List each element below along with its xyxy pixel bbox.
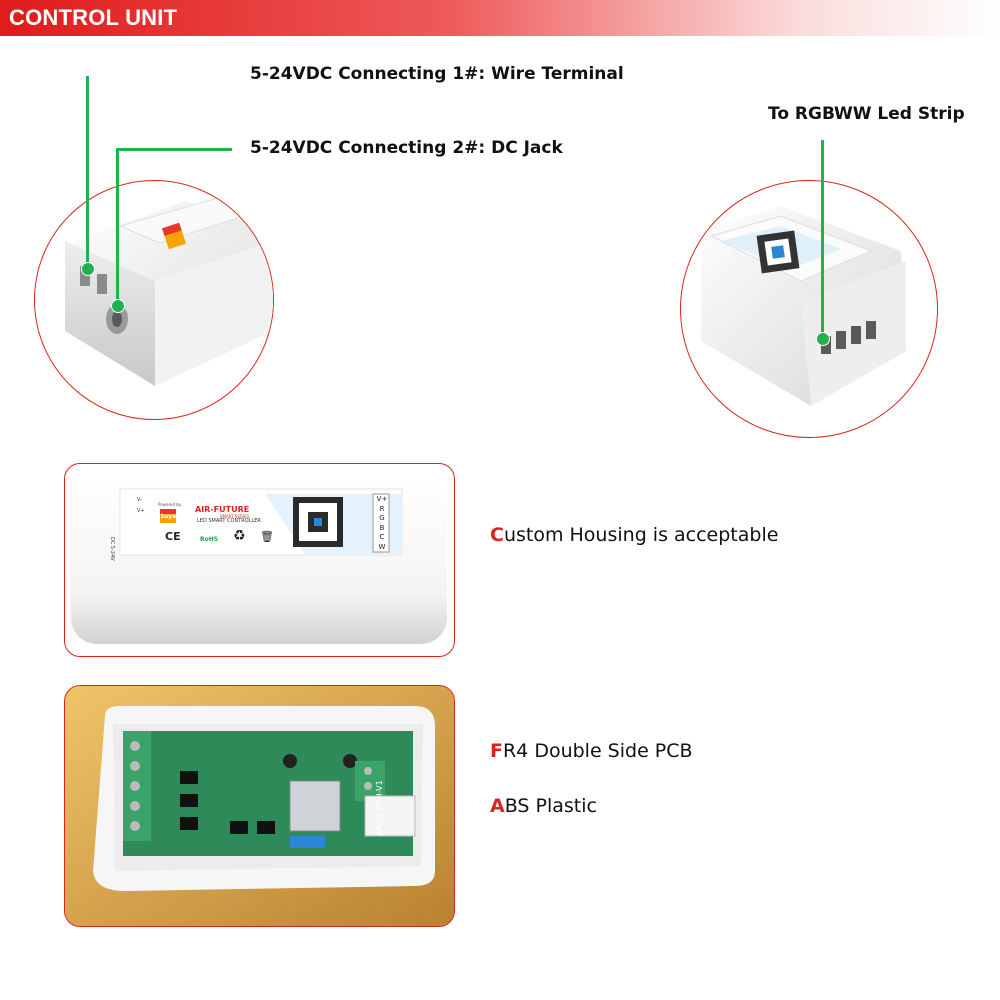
brand-label: AIR-FUTURE xyxy=(195,505,250,514)
housing-photo-frame: AIR-FUTURE LED SMART CONTROLLER SMART SE… xyxy=(64,463,455,657)
voltage-label: DC 5-24V xyxy=(109,537,115,561)
feature-custom-housing: Custom Housing is acceptable xyxy=(490,524,778,546)
pin-label: R xyxy=(379,504,385,513)
recycle-icon: ♻ xyxy=(233,528,246,544)
pin-label-column: V+ R G B C W xyxy=(375,495,389,552)
series-label: SMART SERIES xyxy=(220,514,250,519)
feature-text: R4 Double Side PCB xyxy=(502,740,693,762)
pin-label: W xyxy=(378,542,386,551)
pin-label: C xyxy=(379,533,385,541)
vminus-label: V- xyxy=(137,497,142,503)
feature-fr4-pcb: FR4 Double Side PCB xyxy=(490,740,693,762)
controller-top-view-image xyxy=(71,476,447,644)
ce-mark: CE xyxy=(165,530,181,543)
feature-initial: C xyxy=(490,524,504,546)
product-label: LED SMART CONTROLLER xyxy=(197,518,261,524)
wire-terminal-marker xyxy=(81,262,95,276)
feature-text: BS Plastic xyxy=(504,795,597,817)
pcb-model-label: AP-01-5CH-V1 xyxy=(375,780,384,836)
open-housing-pcb-image xyxy=(65,686,454,926)
pin-label: V+ xyxy=(376,495,388,503)
power-side-closeup xyxy=(34,180,274,420)
controller-power-side-image xyxy=(65,195,273,386)
page-title: CONTROL UNIT xyxy=(9,5,178,30)
wire-terminal-leader-line xyxy=(86,76,89,266)
feature-text: ustom Housing is acceptable xyxy=(503,524,779,546)
weee-bin-icon: 🗑 xyxy=(260,530,274,543)
callout-led-strip: To RGBWW Led Strip xyxy=(768,104,965,124)
callout-dc-jack: 5-24VDC Connecting 2#: DC Jack xyxy=(250,138,563,158)
feature-abs-plastic: ABS Plastic xyxy=(490,795,597,817)
vplus-label: V+ xyxy=(137,508,145,514)
output-side-closeup xyxy=(680,180,938,438)
pin-label: G xyxy=(379,514,385,522)
led-strip-marker xyxy=(816,332,830,346)
rohs-mark: RoHS xyxy=(200,536,219,543)
dc-jack-marker xyxy=(111,299,125,313)
dc-jack-leader-vertical xyxy=(116,148,119,304)
pcb-photo-frame: AP-01-5CH-V1 xyxy=(64,685,455,927)
controller-output-side-image xyxy=(701,206,906,406)
dc-jack-leader-horizontal xyxy=(116,148,232,151)
feature-initial: A xyxy=(490,795,505,817)
led-strip-leader-line xyxy=(821,140,824,338)
tuya-logo: tuya xyxy=(161,513,177,520)
pin-label: B xyxy=(379,523,385,532)
powered-by-label: Powered by xyxy=(158,502,182,507)
feature-initial: F xyxy=(490,740,503,762)
callout-wire-terminal: 5-24VDC Connecting 1#: Wire Terminal xyxy=(250,64,624,84)
header-bar: CONTROL UNIT xyxy=(0,0,1000,36)
